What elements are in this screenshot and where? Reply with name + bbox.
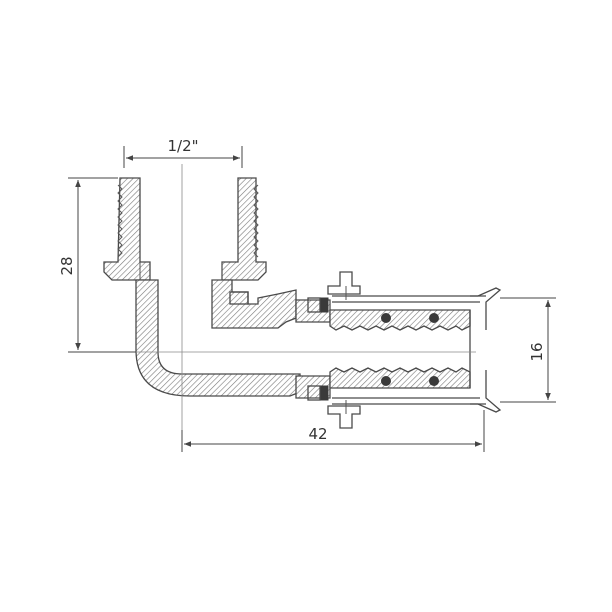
o-ring-top-2 — [429, 313, 439, 323]
insert-bottom — [329, 367, 471, 389]
thread-crests-left — [117, 184, 123, 258]
fitting-body — [103, 177, 331, 399]
socket-wall-right — [221, 177, 267, 281]
dimension-length: 42 — [181, 410, 485, 452]
height-label: 28 — [58, 256, 76, 275]
o-ring-top-1 — [381, 313, 391, 323]
dimension-thread: 1/2" — [123, 137, 243, 168]
collar-top-white — [307, 297, 321, 313]
clip-top — [327, 271, 361, 295]
elbow-outer-wall — [135, 279, 301, 397]
sleeve-flare-bottom — [470, 370, 502, 413]
insert-top — [329, 309, 471, 331]
collar-top-black — [319, 297, 329, 313]
collar-bottom-black — [319, 385, 329, 401]
press-sleeve — [307, 271, 502, 429]
length-label: 42 — [308, 425, 327, 443]
inner-boss — [229, 291, 249, 305]
sleeve-flare-top — [470, 287, 502, 330]
clip-bottom — [327, 405, 361, 429]
socket-bore — [139, 262, 223, 280]
dimension-diameter: 16 — [500, 297, 556, 403]
thread-crests-right — [253, 184, 259, 258]
socket-wall-left — [103, 177, 151, 281]
centerlines — [72, 164, 476, 448]
elbow-inner-wall — [211, 279, 297, 329]
o-ring-bottom-2 — [429, 376, 439, 386]
dimension-height: 28 — [58, 177, 136, 353]
diameter-label: 16 — [528, 342, 546, 361]
o-ring-bottom-1 — [381, 376, 391, 386]
thread-size-label: 1/2" — [167, 137, 198, 155]
collar-bottom-white — [307, 385, 321, 401]
